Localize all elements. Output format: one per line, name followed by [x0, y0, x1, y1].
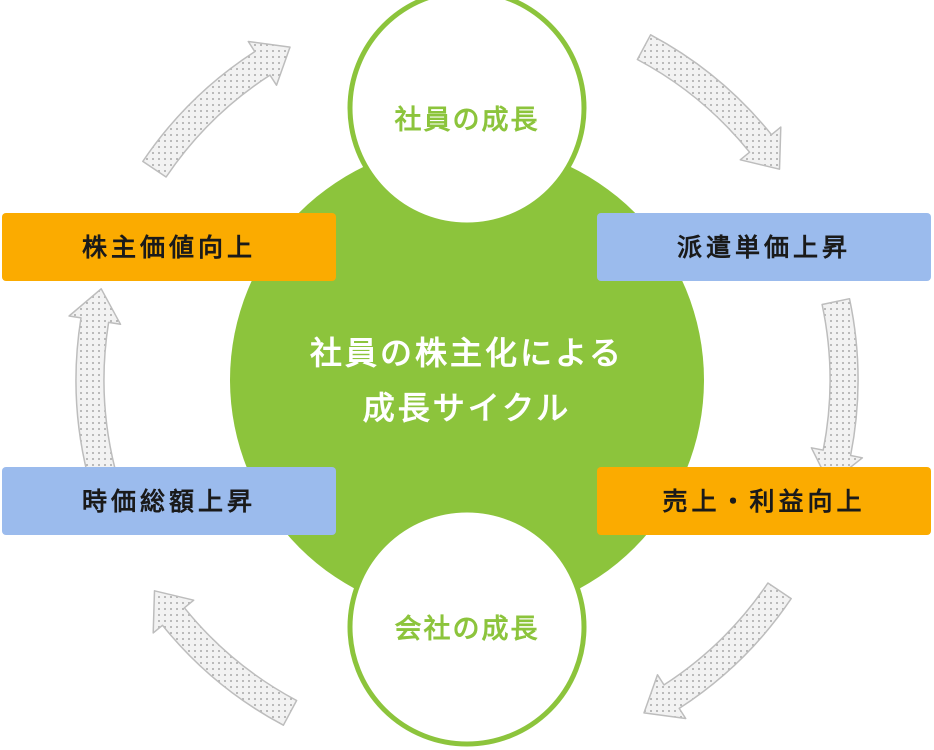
box-bottom-left — [2, 467, 336, 535]
curved-arrow-icon — [636, 34, 782, 170]
curved-arrow-icon — [152, 590, 298, 726]
curved-arrow-icon — [68, 288, 122, 476]
curved-arrow-icon — [643, 582, 792, 720]
top-bubble — [347, 0, 587, 228]
curved-arrow-icon — [142, 40, 291, 178]
arrows-layer — [68, 34, 864, 726]
box-bottom-left-label: 時価総額上昇 — [82, 487, 256, 516]
center-circle — [230, 143, 704, 617]
center-title-line1: 社員の株主化による — [310, 334, 624, 372]
box-bottom-right-label: 売上・利益向上 — [662, 487, 865, 516]
center-title-line2: 成長サイクル — [363, 389, 571, 427]
bottom-bubble — [347, 507, 587, 747]
box-bottom-right — [597, 467, 931, 535]
box-top-left — [2, 213, 336, 281]
top-bubble-label: 社員の成長 — [395, 104, 540, 136]
box-top-right-label: 派遣単価上昇 — [677, 233, 851, 262]
bottom-bubble-label: 会社の成長 — [395, 613, 540, 645]
box-top-right — [597, 213, 931, 281]
curved-arrow-icon — [810, 297, 864, 485]
box-top-left-label: 株主価値向上 — [82, 233, 256, 262]
